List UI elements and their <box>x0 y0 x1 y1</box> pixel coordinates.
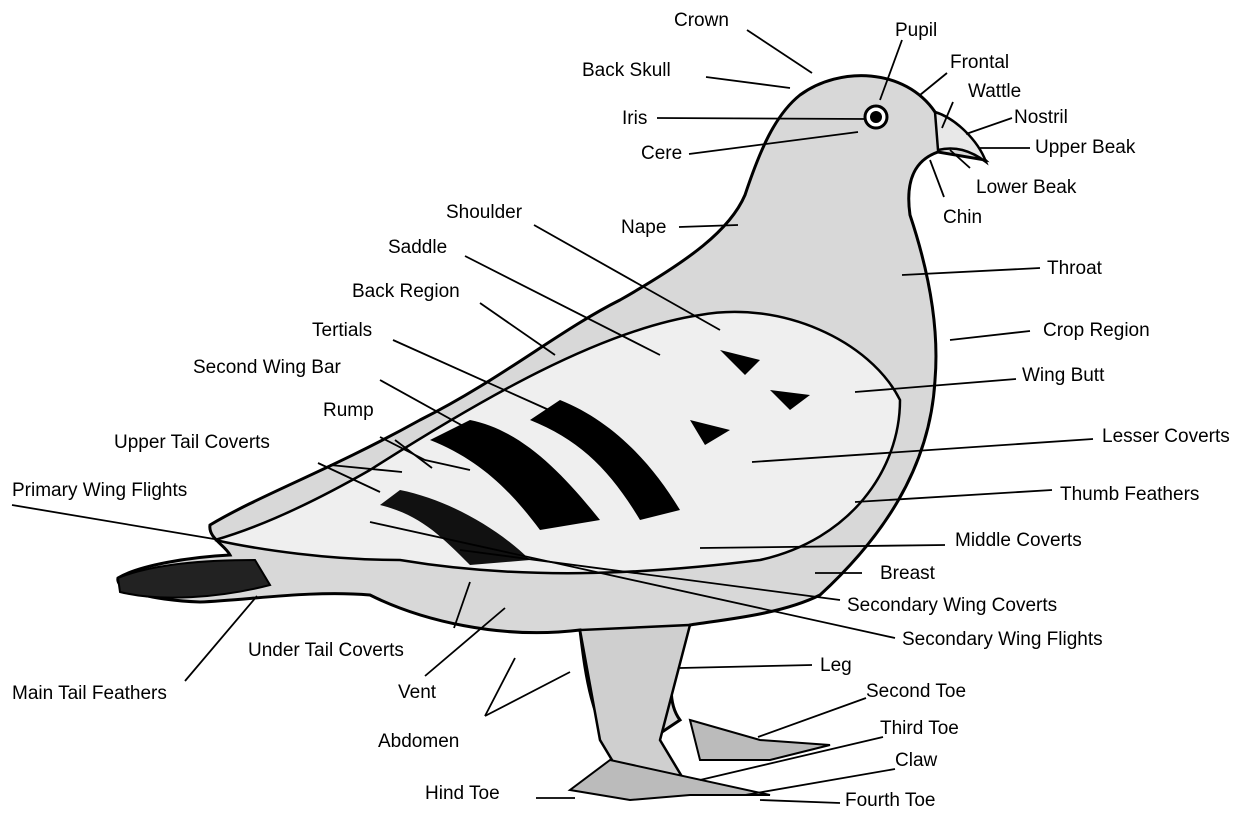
label-chin: Chin <box>943 207 982 229</box>
label-third-toe: Third Toe <box>880 718 959 740</box>
label-claw: Claw <box>895 750 937 772</box>
label-cere: Cere <box>641 143 682 165</box>
label-pupil: Pupil <box>895 20 937 42</box>
label-wing-butt: Wing Butt <box>1022 365 1104 387</box>
label-back-region: Back Region <box>352 281 460 303</box>
label-primary-wing-flights: Primary Wing Flights <box>12 480 187 502</box>
label-secondary-wing-flights: Secondary Wing Flights <box>902 629 1103 651</box>
label-throat: Throat <box>1047 258 1102 280</box>
label-nape: Nape <box>621 217 666 239</box>
eye-pupil <box>870 111 882 123</box>
label-crown: Crown <box>674 10 729 32</box>
label-second-toe: Second Toe <box>866 681 966 703</box>
label-under-tail-coverts: Under Tail Coverts <box>248 640 404 662</box>
label-lesser-coverts: Lesser Coverts <box>1102 426 1230 448</box>
label-iris: Iris <box>622 108 647 130</box>
label-nostril: Nostril <box>1014 107 1068 129</box>
label-tertials: Tertials <box>312 320 372 342</box>
label-upper-beak: Upper Beak <box>1035 137 1135 159</box>
label-lower-beak: Lower Beak <box>976 177 1076 199</box>
label-thumb-feathers: Thumb Feathers <box>1060 484 1199 506</box>
label-wattle: Wattle <box>968 81 1021 103</box>
label-middle-coverts: Middle Coverts <box>955 530 1082 552</box>
label-rump: Rump <box>323 400 374 422</box>
label-secondary-wing-coverts: Secondary Wing Coverts <box>847 595 1057 617</box>
label-upper-tail-coverts: Upper Tail Coverts <box>114 432 270 454</box>
label-back-skull: Back Skull <box>582 60 671 82</box>
label-fourth-toe: Fourth Toe <box>845 790 935 812</box>
label-main-tail-feathers: Main Tail Feathers <box>12 683 167 705</box>
label-hind-toe: Hind Toe <box>425 783 500 805</box>
label-abdomen: Abdomen <box>378 731 459 753</box>
label-crop-region: Crop Region <box>1043 320 1150 342</box>
label-shoulder: Shoulder <box>446 202 522 224</box>
label-vent: Vent <box>398 682 436 704</box>
label-leg: Leg <box>820 655 852 677</box>
label-saddle: Saddle <box>388 237 447 259</box>
label-second-wing-bar: Second Wing Bar <box>193 357 341 379</box>
label-breast: Breast <box>880 563 935 585</box>
label-frontal: Frontal <box>950 52 1009 74</box>
